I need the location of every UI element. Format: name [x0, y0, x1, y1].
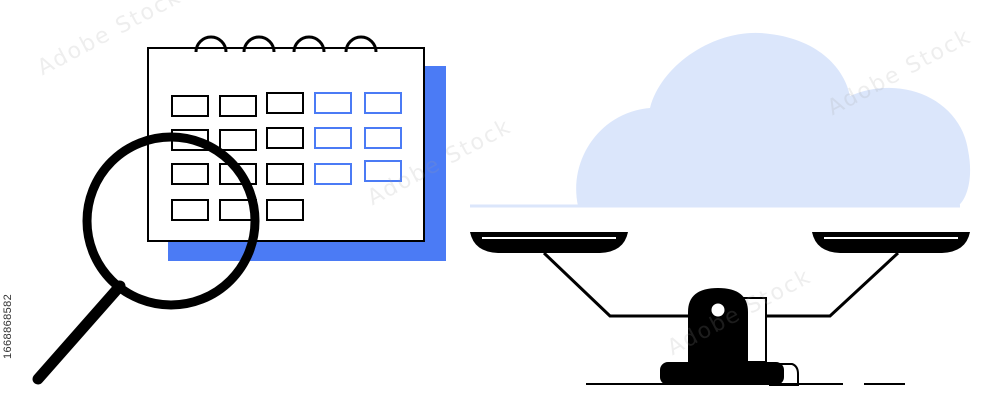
scale-right-arm	[740, 251, 900, 318]
scale-base	[660, 362, 784, 385]
calendar-day-cell-highlight	[314, 127, 352, 149]
scale-right-pan	[812, 232, 970, 253]
stock-id-label: 1668868582	[2, 293, 14, 359]
balance-scale-icon	[470, 232, 970, 386]
calendar-day-cell	[171, 163, 209, 185]
calendar-day-cell-highlight	[314, 92, 352, 114]
magnifier-handle	[32, 280, 126, 385]
calendar-day-cell	[219, 129, 257, 151]
calendar-icon	[147, 35, 446, 261]
calendar-day-cell	[171, 199, 209, 221]
binding-ring	[344, 35, 378, 53]
magnifying-glass-icon	[32, 132, 260, 385]
calendar-day-cell	[266, 92, 304, 114]
calendar-day-cell	[219, 95, 257, 117]
calendar-day-cell-highlight	[364, 92, 402, 114]
scale-left-arm	[542, 251, 700, 318]
calendar-day-cell	[266, 199, 304, 221]
binding-ring	[292, 35, 326, 53]
magnifier-lens	[82, 132, 260, 310]
cloud-shape	[576, 32, 971, 206]
calendar-day-cell-highlight	[364, 160, 402, 182]
calendar-binding-rings	[194, 35, 378, 53]
calendar-day-cell-highlight	[364, 127, 402, 149]
calendar-day-cell	[266, 127, 304, 149]
cloud-icon	[470, 32, 971, 208]
binding-ring	[242, 35, 276, 53]
scale-left-pan	[470, 232, 628, 253]
scale-pivot-post	[688, 288, 748, 362]
calendar-day-cell-highlight	[314, 163, 352, 185]
calendar-day-cell	[171, 95, 209, 117]
binding-ring	[194, 35, 228, 53]
calendar-day-cell	[266, 163, 304, 185]
scale-pivot-hole	[708, 300, 728, 320]
